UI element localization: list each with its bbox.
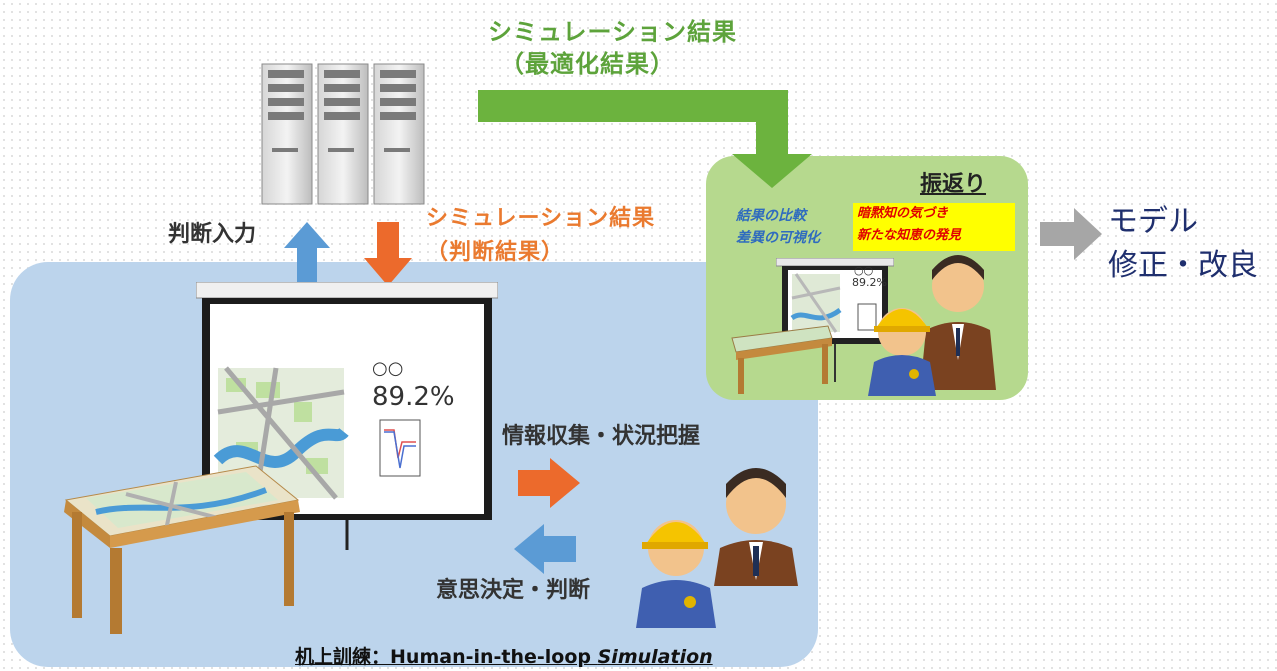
map-table-icon bbox=[64, 465, 300, 634]
optimization-result-label: シミュレーション結果 bbox=[488, 18, 738, 46]
decision-label: 意思決定・判断 bbox=[436, 578, 591, 603]
review-insight-line2: 新たな知恵の発見 bbox=[857, 228, 962, 243]
footer-text-italic: Simulation bbox=[597, 646, 713, 668]
review-compare-text: 結果の比較 bbox=[736, 208, 806, 224]
review-insight-line1: 暗黙知の気づき bbox=[857, 206, 949, 221]
server-rack-icon bbox=[261, 63, 425, 205]
model-update-arrow bbox=[1040, 208, 1102, 260]
info-collect-label: 情報収集・状況把握 bbox=[502, 424, 701, 449]
model-improve-label: 修正・改良 bbox=[1108, 248, 1258, 283]
screen-value: 89.2% bbox=[372, 382, 455, 412]
review-people-icon bbox=[868, 255, 996, 396]
footer-prefix: 机上訓練： bbox=[295, 646, 391, 668]
model-label: モデル bbox=[1108, 204, 1198, 239]
judgment-result-label: シミュレーション結果 bbox=[426, 206, 656, 231]
decision-arrow bbox=[514, 524, 576, 574]
judgment-input-label: 判断入力 bbox=[168, 222, 257, 247]
worker-helmet-icon bbox=[636, 520, 716, 628]
review-screen-mark: ○○ bbox=[854, 264, 874, 277]
judgment-input-arrow bbox=[284, 222, 330, 284]
footer-caption: 机上訓練：Human-in-the-loop Simulation bbox=[295, 642, 713, 669]
review-map-table-icon bbox=[731, 325, 833, 394]
footer-text: Human-in-the-loop bbox=[390, 646, 598, 668]
optimization-result-sublabel: （最適化結果） bbox=[500, 50, 675, 78]
businessman-icon bbox=[714, 468, 798, 586]
info-collect-arrow bbox=[518, 458, 580, 508]
screen-mark: ○○ bbox=[372, 358, 404, 379]
review-insight-box: 暗黙知の気づき 新たな知恵の発見 bbox=[853, 203, 1015, 251]
green-result-arrow bbox=[478, 90, 812, 188]
review-screen-value: 89.2% bbox=[852, 276, 887, 289]
review-title: 振返り bbox=[920, 172, 987, 197]
judgment-result-sublabel: （判断結果） bbox=[426, 240, 565, 265]
people-icon bbox=[636, 468, 798, 628]
simulation-result-arrow bbox=[364, 222, 412, 286]
review-visualize-text: 差異の可視化 bbox=[736, 230, 820, 246]
